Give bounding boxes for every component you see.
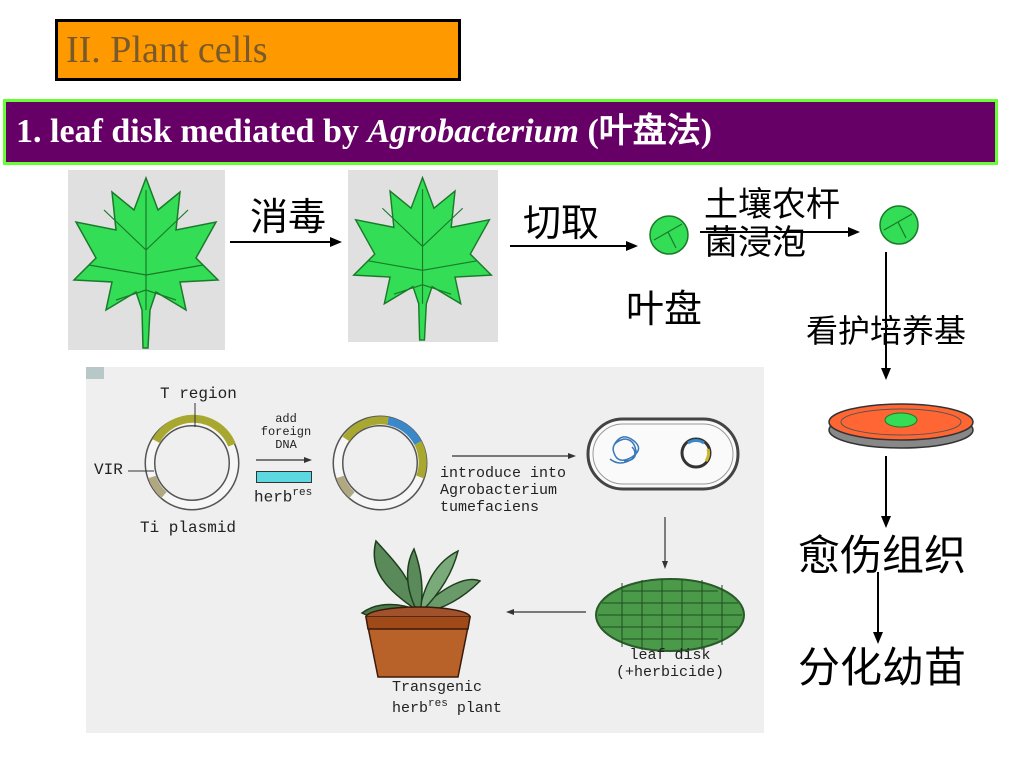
section-title: II. Plant cells bbox=[55, 19, 461, 81]
heading-italic: Agrobacterium bbox=[367, 113, 579, 150]
arrow-down-icon bbox=[881, 252, 891, 380]
recombinant-plasmid-icon bbox=[332, 415, 428, 511]
leaf-disk-icon bbox=[649, 215, 689, 255]
step-cut-label: 切取 bbox=[523, 201, 600, 245]
arrow-left-icon bbox=[506, 609, 586, 615]
leaf-disk-line2: (+herbicide) bbox=[615, 664, 725, 681]
introduce-line1: introduce into bbox=[440, 465, 567, 482]
transgenic-herb: herb bbox=[392, 700, 429, 717]
herb-res-gene-box bbox=[256, 471, 312, 483]
add-foreign-dna-label: add foreign DNA bbox=[258, 413, 314, 452]
leaf-disk-caption: leaf disk (+herbicide) bbox=[610, 647, 730, 681]
leaf-disk-icon bbox=[879, 205, 919, 245]
heading-prefix: 1. leaf disk mediated by bbox=[16, 113, 368, 150]
add-line2: foreign bbox=[260, 425, 312, 439]
leaf-disk-line1: leaf disk bbox=[629, 647, 711, 664]
herb-res-label: herbres bbox=[254, 487, 312, 506]
transgenic-res: res bbox=[428, 698, 448, 710]
arrow-down-icon bbox=[662, 517, 668, 569]
leaf-image-1 bbox=[68, 170, 225, 350]
herb-text: herb bbox=[254, 488, 293, 507]
vir-pointer bbox=[128, 470, 154, 472]
t-region-pointer bbox=[194, 403, 196, 427]
arrow-down-icon bbox=[873, 572, 883, 644]
transgenic-line2: herbres plant bbox=[392, 696, 502, 717]
step-disinfect-label: 消毒 bbox=[250, 195, 327, 239]
potted-plant-icon bbox=[360, 539, 482, 678]
nurse-medium-label: 看护培养基 bbox=[806, 312, 967, 350]
agrobacterium-cell-icon bbox=[586, 417, 740, 491]
transgenic-plant: plant bbox=[447, 700, 502, 717]
arrow-right-icon bbox=[230, 237, 342, 247]
arrow-down-icon bbox=[881, 456, 891, 528]
add-line3: DNA bbox=[275, 438, 297, 452]
transformation-figure: T region VIR Ti plasmid add foreign DNA … bbox=[86, 367, 764, 733]
ti-plasmid-label: Ti plasmid bbox=[140, 519, 237, 537]
transgenic-caption: Transgenic herbres plant bbox=[392, 679, 502, 717]
heading-bar: 1. leaf disk mediated by Agrobacterium (… bbox=[3, 99, 998, 165]
arrow-right-icon bbox=[256, 457, 312, 463]
leaf-image-2 bbox=[348, 170, 498, 342]
leaf-icon bbox=[72, 175, 220, 349]
callus-label: 愈伤组织 bbox=[798, 531, 967, 580]
t-region-label: T region bbox=[160, 385, 237, 403]
step-agro-line2: 菌浸泡 bbox=[704, 223, 806, 263]
vir-label: VIR bbox=[94, 461, 123, 479]
petri-dish-icon bbox=[828, 403, 974, 449]
leaf-disk-tissue-icon bbox=[595, 578, 745, 652]
step-agro-label: 土壤农杆 菌浸泡 bbox=[704, 186, 840, 262]
arrow-right-icon bbox=[452, 453, 576, 459]
res-superscript: res bbox=[292, 487, 313, 499]
leaf-icon bbox=[352, 175, 493, 341]
introduce-label: introduce into Agrobacterium tumefaciens bbox=[440, 465, 566, 516]
transgenic-line1: Transgenic bbox=[392, 679, 483, 696]
seedling-label: 分化幼苗 bbox=[798, 643, 967, 692]
step-agro-line1: 土壤农杆 bbox=[704, 185, 840, 225]
introduce-line2: Agrobacterium bbox=[440, 482, 558, 499]
heading-suffix: (叶盘法) bbox=[578, 113, 713, 150]
arrow-right-icon bbox=[700, 227, 860, 237]
corner-marker bbox=[86, 367, 104, 379]
arrow-right-icon bbox=[510, 241, 638, 251]
add-line1: add bbox=[275, 412, 297, 426]
section-title-text: II. Plant cells bbox=[66, 29, 268, 71]
introduce-line3: tumefaciens bbox=[440, 499, 540, 516]
leaf-disk-label: 叶盘 bbox=[626, 287, 703, 331]
